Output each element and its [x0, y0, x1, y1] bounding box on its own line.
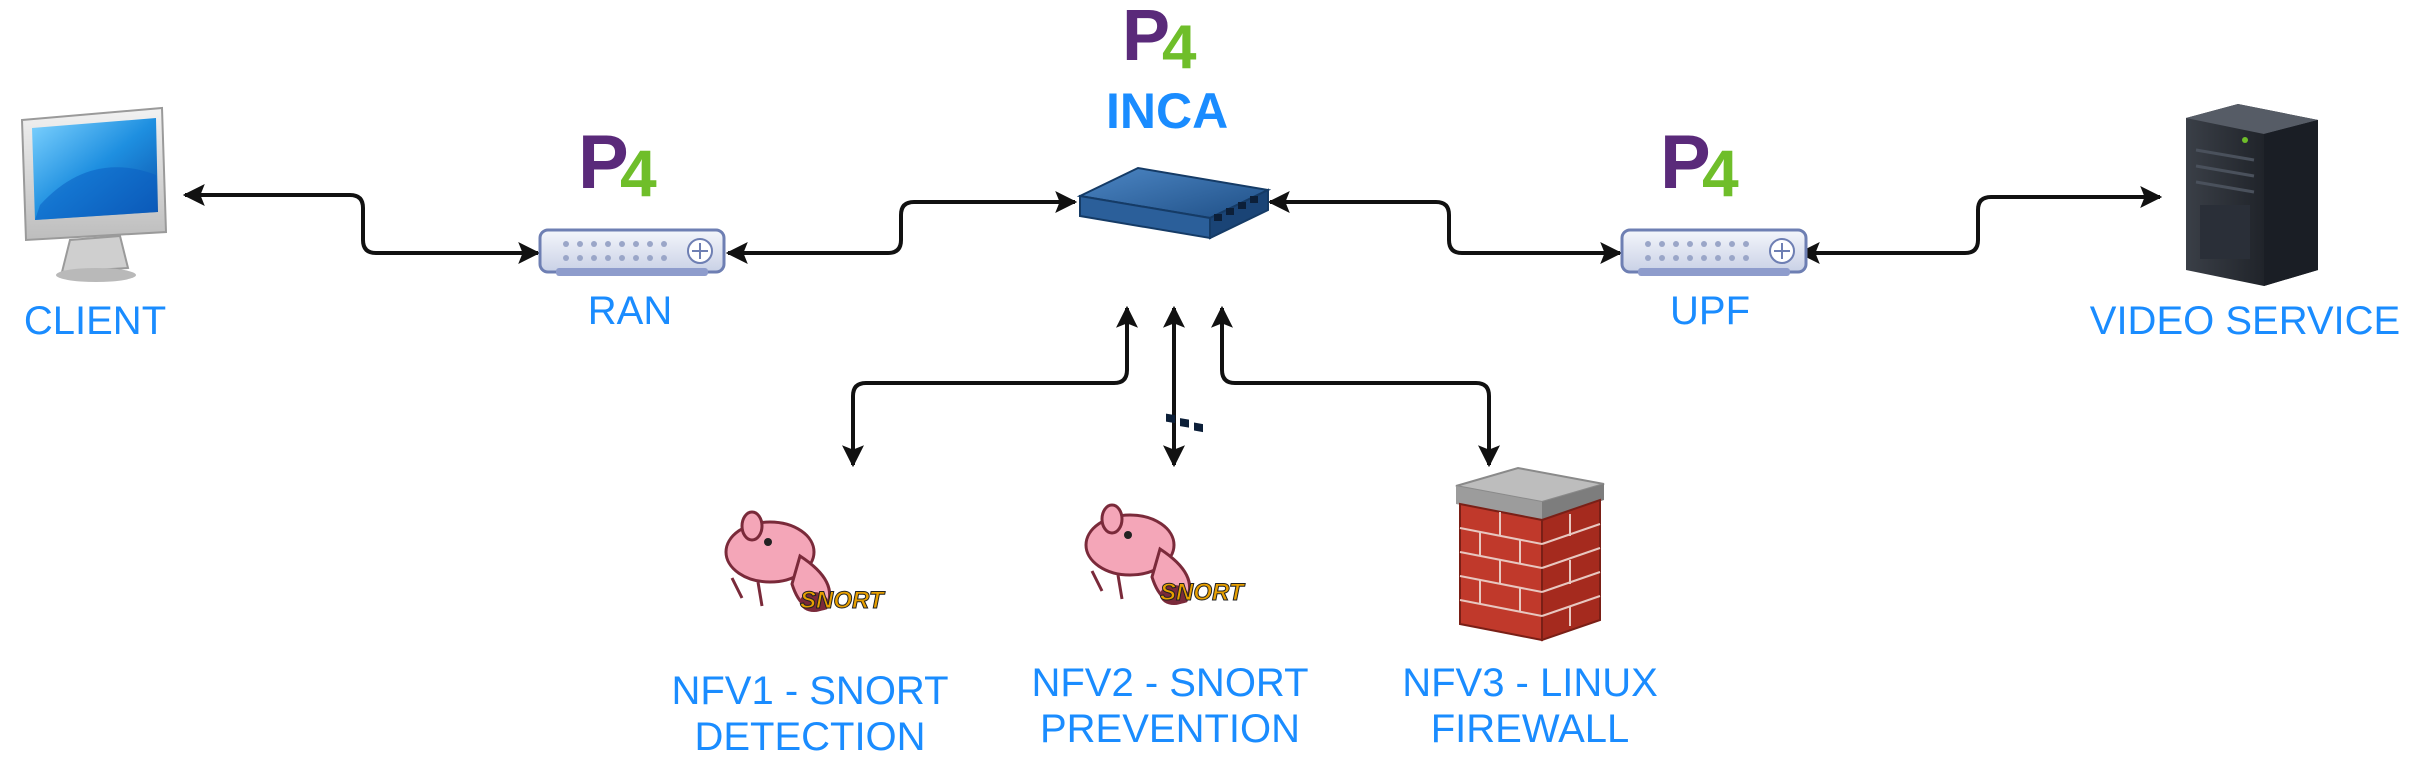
- svg-text:P: P: [1122, 0, 1170, 76]
- nfv2-label: NFV2 - SNORT PREVENTION: [1020, 660, 1320, 752]
- svg-text:4: 4: [1162, 13, 1197, 82]
- pig-icon: [1084, 503, 1192, 605]
- pig-icon: [724, 510, 832, 612]
- server-tower-icon: [2186, 104, 2318, 286]
- arrow-inca-nfv1: [842, 305, 1138, 468]
- connections: [182, 184, 2163, 468]
- arrow-inca-upf: [1267, 191, 1623, 264]
- arrow-client-ran: [182, 184, 541, 264]
- p4-logo-inca: P 4: [1122, 0, 1197, 82]
- brick-wall-icon: [1455, 466, 1605, 642]
- svg-text:SNORT: SNORT: [1160, 579, 1246, 606]
- svg-text:4: 4: [1702, 136, 1739, 210]
- svg-text:SNORT: SNORT: [800, 587, 886, 614]
- snort-wordmark: SNORT: [800, 587, 887, 615]
- p4-logo-upf: P 4: [1660, 120, 1739, 210]
- svg-text:4: 4: [620, 136, 657, 210]
- router-icon: [538, 228, 726, 276]
- nfv2-label-line2: PREVENTION: [1039, 707, 1301, 751]
- nfv3-label: NFV3 - LINUX FIREWALL: [1380, 660, 1680, 752]
- svg-text:P: P: [1660, 120, 1711, 205]
- arrow-upf-video: [1797, 186, 2163, 264]
- ran-label: RAN: [587, 289, 673, 333]
- upf-label: UPF: [1670, 289, 1750, 333]
- svg-text:P: P: [578, 120, 629, 205]
- nfv3-label-line2: FIREWALL: [1430, 707, 1630, 751]
- nfv2-label-line1: NFV2 - SNORT: [1031, 661, 1309, 705]
- arrow-ran-inca: [725, 191, 1078, 264]
- client-label: CLIENT: [23, 299, 167, 343]
- nfv1-label: NFV1 - SNORT DETECTION: [660, 668, 960, 760]
- switch-icon: [1076, 166, 1272, 433]
- snort-wordmark: SNORT: [1160, 579, 1247, 607]
- inca-label: INCA: [1106, 83, 1229, 139]
- nfv1-label-line2: DETECTION: [694, 715, 926, 759]
- nfv1-label-line1: NFV1 - SNORT: [671, 669, 949, 713]
- arrow-inca-nfv3: [1211, 305, 1500, 468]
- video-service-label: VIDEO SERVICE: [2089, 299, 2401, 343]
- router-icon: [1620, 228, 1808, 276]
- p4-logo-ran: P 4: [578, 120, 657, 210]
- monitor-icon: [20, 106, 168, 282]
- nfv3-label-line1: NFV3 - LINUX: [1402, 661, 1658, 705]
